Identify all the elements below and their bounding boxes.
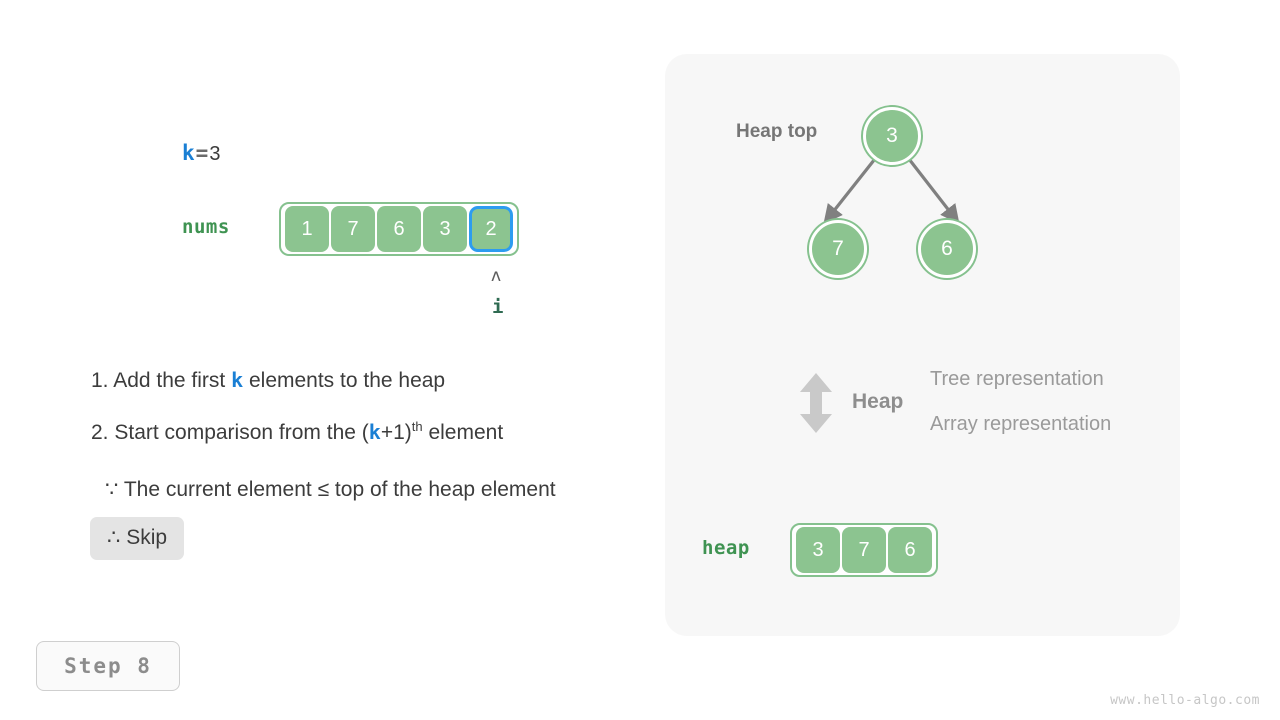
step2-plus-one: +1: [380, 421, 405, 445]
heap-top-label: Heap top: [736, 121, 818, 142]
step-line-1: 1. Add the first k elements to the heap: [91, 368, 651, 393]
heap-cell-0[interactable]: 3: [796, 527, 840, 573]
step2-paren-open: (: [361, 421, 369, 445]
nums-array: 1 7 6 3 2: [279, 202, 519, 256]
k-assignment: k=3: [182, 141, 221, 166]
double-headed-vertical-arrow-icon: [800, 373, 832, 433]
heap-cell-2[interactable]: 6: [888, 527, 932, 573]
step1-suffix: elements to the heap: [243, 369, 446, 392]
step2-k-variable: k: [368, 420, 381, 445]
step2-suffix: element: [422, 421, 504, 445]
k-variable: k: [182, 141, 196, 165]
tree-node-left-child[interactable]: 7: [809, 220, 867, 278]
step1-k-variable: k: [231, 368, 244, 392]
legend-array-representation: Array representation: [930, 413, 1112, 435]
nums-cell-0[interactable]: 1: [285, 206, 329, 252]
tree-node-right-child[interactable]: 6: [918, 220, 976, 278]
because-statement: ∵ The current element ≤ top of the heap …: [105, 478, 556, 501]
tree-edges: [823, 149, 960, 225]
edge-root-to-right: [900, 149, 960, 225]
step2-prefix: 2. Start comparison from the: [91, 421, 362, 445]
step-counter-chip: Step 8: [36, 641, 180, 691]
nums-label: nums: [182, 216, 230, 238]
pointer-caret-icon: ʌ: [491, 266, 502, 286]
watermark: www.hello-algo.com: [1110, 693, 1260, 708]
pointer-label-i: i: [492, 296, 504, 318]
nums-cell-4-highlighted[interactable]: 2: [469, 206, 513, 252]
step2-ordinal-suffix: th: [411, 419, 423, 435]
edge-root-to-left: [823, 149, 884, 225]
step-list: 1. Add the first k elements to the heap …: [91, 368, 651, 471]
step1-prefix: 1. Add the first: [91, 369, 232, 392]
step-line-2: 2. Start comparison from the (k+1)th ele…: [91, 419, 651, 445]
legend-heap-label: Heap: [852, 390, 904, 413]
legend-tree-representation: Tree representation: [930, 368, 1104, 390]
step2-paren-close: ): [404, 421, 412, 445]
nums-cell-1[interactable]: 7: [331, 206, 375, 252]
heap-array-label: heap: [702, 537, 750, 559]
left-pane: k=3 nums 1 7 6 3 2 ʌ i 1. Add the first …: [36, 141, 651, 691]
nums-cell-2[interactable]: 6: [377, 206, 421, 252]
nums-cell-3[interactable]: 3: [423, 206, 467, 252]
equals-sign: =: [195, 141, 210, 165]
heap-cell-1[interactable]: 7: [842, 527, 886, 573]
heap-array: 3 7 6: [790, 523, 938, 577]
k-value: 3: [209, 143, 222, 165]
tree-node-root[interactable]: 3: [863, 107, 921, 165]
skip-conclusion-badge: ∴ Skip: [90, 517, 185, 560]
